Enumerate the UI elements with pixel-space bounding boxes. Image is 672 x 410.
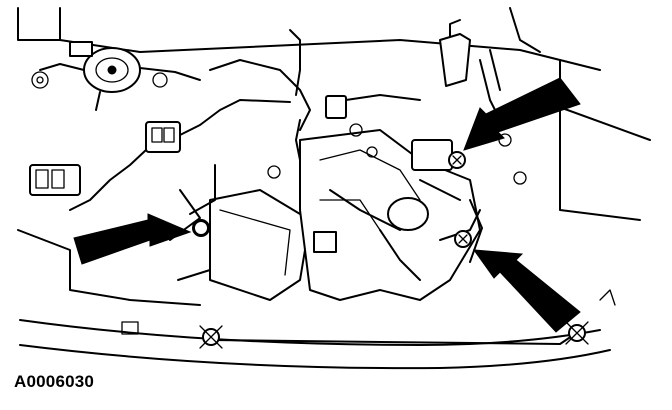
wiring-harness: [29, 29, 421, 211]
latch-mechanism: [299, 123, 481, 301]
screw-upper-right: [448, 151, 466, 169]
callout-arrow-upper-right: [463, 77, 581, 151]
upper-right-clip: [267, 19, 527, 185]
top-left-mechanism: [31, 41, 201, 111]
screw-left: [193, 220, 209, 236]
figure-label: A0006030: [14, 372, 95, 391]
lock-actuator: [169, 164, 311, 301]
callout-arrow-lower-right: [472, 249, 581, 333]
callout-arrow-left: [73, 213, 192, 265]
bottom-rod: [121, 321, 589, 349]
